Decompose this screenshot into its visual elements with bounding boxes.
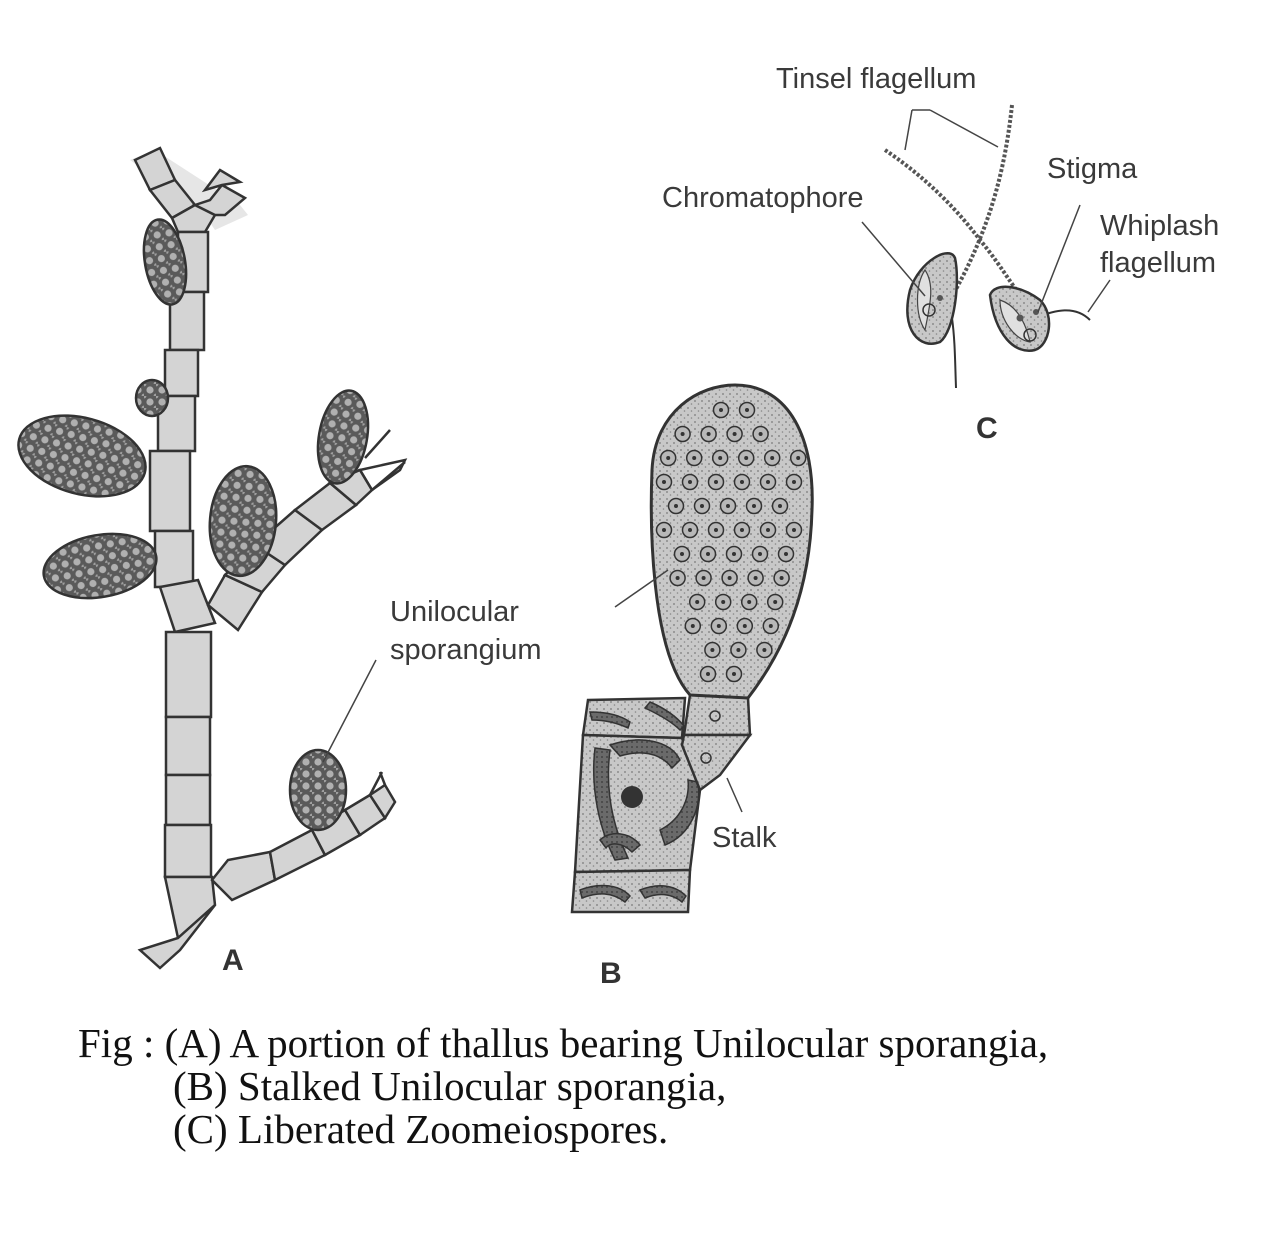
- spore-nucleus: [675, 576, 680, 580]
- panel-label-b: B: [600, 957, 622, 990]
- spore-nucleus: [784, 552, 788, 556]
- spore-nucleus: [716, 624, 721, 628]
- spore-nucleus: [752, 504, 756, 508]
- spore-nucleus: [718, 456, 723, 460]
- spore-nucleus: [736, 648, 741, 652]
- spore-nucleus: [745, 408, 749, 412]
- spore-nucleus: [695, 600, 700, 604]
- whiplash-flagellum-label-line1: Whiplash: [1100, 210, 1219, 242]
- spore-nucleus: [721, 600, 726, 604]
- spore-nucleus: [714, 528, 718, 532]
- spore-nucleus: [714, 480, 718, 484]
- stalk-label: Stalk: [712, 822, 777, 854]
- spore-nucleus: [740, 528, 744, 532]
- whiplash-flagellum-label-line2: flagellum: [1100, 247, 1216, 279]
- spore-nucleus: [742, 624, 747, 628]
- panel-c-leader-lines: [861, 109, 1111, 313]
- spore-nucleus: [680, 552, 684, 556]
- spore-nucleus: [719, 408, 723, 412]
- spore-nucleus: [706, 672, 710, 676]
- unilocular-leader-line: [322, 659, 377, 763]
- zoomeiospores-drawing: [883, 104, 1091, 389]
- caption-line-3: (C) Liberated Zoomeiospores.: [173, 1106, 669, 1152]
- spore-nucleus: [740, 480, 744, 484]
- sporangium-leader-line: [614, 569, 669, 608]
- spore-nucleus: [768, 624, 773, 628]
- stigma-label: Stigma: [1047, 153, 1138, 185]
- spore-nucleus: [778, 504, 782, 508]
- spore-nucleus: [666, 456, 671, 460]
- spore-nucleus: [662, 528, 666, 532]
- stalk-leader-line: [726, 777, 743, 813]
- thallus-sporangia-figure: Tinsel flagellum Stigma Chromatophore Wh…: [17, 63, 1219, 990]
- unilocular-sporangium-label-line1: Unilocular: [390, 596, 519, 628]
- spore-nucleus: [701, 576, 706, 580]
- spore-nucleus: [773, 600, 778, 604]
- spore-nucleus: [674, 504, 678, 508]
- spore-nucleus: [796, 456, 801, 460]
- spore-nucleus: [779, 576, 784, 580]
- spore-nucleus: [688, 480, 692, 484]
- panel-label-c: C: [976, 412, 998, 445]
- spore-nucleus: [766, 480, 770, 484]
- unilocular-sporangium-label-line2: sporangium: [390, 634, 542, 666]
- spore-nucleus: [706, 552, 710, 556]
- spore-nucleus: [792, 528, 796, 532]
- spore-nucleus: [727, 576, 732, 580]
- spore-nucleus: [680, 432, 685, 436]
- spore-nucleus: [690, 624, 695, 628]
- thallus-drawing: [17, 146, 408, 970]
- spore-nucleus: [744, 456, 749, 460]
- spore-nucleus: [792, 480, 796, 484]
- spore-nucleus: [762, 648, 767, 652]
- spore-nucleus: [710, 648, 715, 652]
- spore-nucleus: [706, 432, 711, 436]
- caption-line-2: (B) Stalked Unilocular sporangia,: [173, 1063, 727, 1109]
- spore-nucleus: [700, 504, 704, 508]
- spore-nucleus: [662, 480, 666, 484]
- caption-line-1: Fig : (A) A portion of thallus bearing U…: [78, 1020, 1049, 1066]
- spore-nucleus: [753, 576, 758, 580]
- spore-nucleus: [758, 552, 762, 556]
- spore-nucleus: [747, 600, 752, 604]
- chromatophore-label: Chromatophore: [662, 182, 864, 214]
- figure-caption: Fig : (A) A portion of thallus bearing U…: [78, 1022, 1248, 1151]
- tinsel-flagellum-label: Tinsel flagellum: [776, 63, 976, 95]
- spore-nucleus: [770, 456, 775, 460]
- spore-nucleus: [732, 672, 736, 676]
- stalked-sporangium-drawing: [570, 383, 814, 914]
- spore-nucleus: [732, 552, 736, 556]
- panel-label-a: A: [222, 944, 244, 977]
- spore-nucleus: [726, 504, 730, 508]
- spore-nucleus: [766, 528, 770, 532]
- spore-nucleus: [692, 456, 697, 460]
- spore-nucleus: [732, 432, 737, 436]
- spore-nucleus: [758, 432, 763, 436]
- spore-nucleus: [688, 528, 692, 532]
